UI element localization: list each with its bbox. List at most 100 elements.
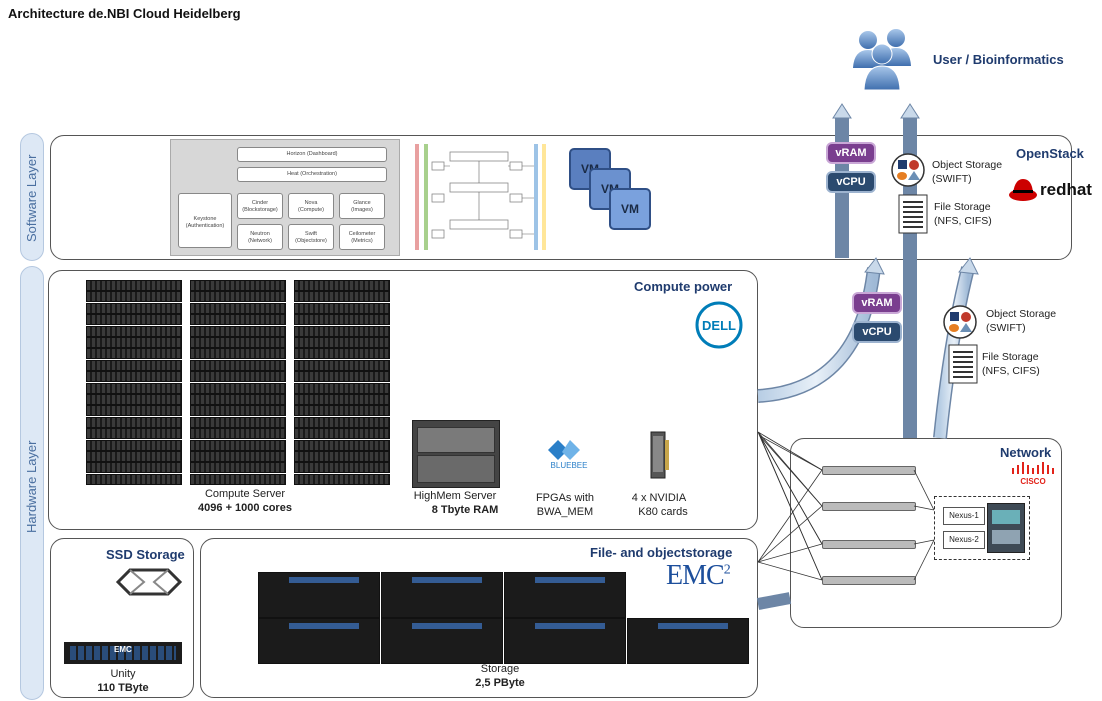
nova-component: Nova(Compute) xyxy=(288,193,334,219)
compute-rack-unit xyxy=(190,439,286,451)
compute-rack-unit xyxy=(294,416,390,428)
compute-rack-unit xyxy=(190,291,286,303)
network-header: Network xyxy=(1000,445,1052,460)
emc-storage-unit xyxy=(258,572,380,618)
network-switch-1 xyxy=(822,466,916,475)
ssd-header: SSD Storage xyxy=(106,547,185,562)
bluebee-logo: BLUEBEE xyxy=(548,440,588,470)
compute-rack-unit xyxy=(86,439,182,451)
sw-object-storage-label: Object Storage xyxy=(932,159,1003,171)
compute-rack-unit xyxy=(190,416,286,428)
neutron-sub: (Network) xyxy=(248,238,272,244)
compute-rack-unit xyxy=(86,291,182,303)
storage-capacity: 2,5 PByte xyxy=(475,677,525,689)
compute-rack-unit xyxy=(190,302,286,314)
nova-label: Nova xyxy=(304,200,318,206)
compute-rack-unit xyxy=(294,451,390,462)
highmem-server-image xyxy=(412,420,500,488)
compute-rack-unit xyxy=(86,325,182,337)
highmem-ram: 8 Tbyte RAM xyxy=(431,504,499,516)
hw-object-storage-icon xyxy=(943,305,977,339)
compute-rack-unit xyxy=(86,473,182,485)
emc-storage-unit xyxy=(504,572,626,618)
compute-rack-unit xyxy=(190,359,286,371)
user-label: User / Bioinformatics xyxy=(933,52,1064,67)
gpu-card-icon xyxy=(650,431,669,479)
fpga-label: FPGAs with xyxy=(535,492,595,504)
cinder-sub: (Blockstorage) xyxy=(242,207,278,213)
hw-object-storage-sub: (SWIFT) xyxy=(986,322,1026,334)
emc-logo-text: EMC xyxy=(666,560,725,591)
fileobj-header: File- and objectstorage xyxy=(590,545,733,560)
emc-storage-unit xyxy=(381,572,503,618)
keystone-label: Keystone xyxy=(193,216,217,222)
compute-rack-unit xyxy=(294,325,390,337)
compute-server-racks xyxy=(86,280,392,486)
sw-file-storage-label: File Storage xyxy=(934,201,991,213)
openstack-components-panel: Horizon (Dashboard) Heat (Orchestration)… xyxy=(170,139,400,256)
compute-rack-unit xyxy=(190,394,286,405)
workflow-diagram-icon xyxy=(415,144,546,250)
compute-rack-unit xyxy=(190,451,286,462)
diagram-title: Architecture de.NBI Cloud Heidelberg xyxy=(8,6,241,21)
compute-rack-unit xyxy=(86,405,182,417)
compute-rack-unit xyxy=(86,382,182,394)
hw-file-storage-icon xyxy=(948,344,978,384)
compute-rack-unit xyxy=(190,348,286,360)
network-switch-4 xyxy=(822,576,916,585)
vm-card-3: VM xyxy=(609,188,651,230)
bluebee-logo-text: BLUEBEE xyxy=(551,461,588,470)
gpu-label: 4 x NVIDIA xyxy=(631,492,687,504)
nexus-2-box: Nexus-2 xyxy=(943,531,985,549)
emc-storage-unit xyxy=(258,618,380,664)
compute-rack-unit xyxy=(86,371,182,383)
openstack-header: OpenStack xyxy=(1016,146,1084,161)
compute-rack-unit xyxy=(190,405,286,417)
compute-rack-unit xyxy=(86,302,182,314)
sw-vcpu-badge: vCPU xyxy=(826,171,876,193)
keystone-component: Keystone (Authentication) xyxy=(178,193,232,248)
glance-component: Glance(Images) xyxy=(339,193,385,219)
cinder-component: Cinder(Blockstorage) xyxy=(237,193,283,219)
compute-rack-unit xyxy=(190,371,286,383)
object-storage-icon xyxy=(891,153,925,187)
compute-rack-unit xyxy=(190,473,286,485)
cinder-label: Cinder xyxy=(251,200,269,206)
compute-rack-unit xyxy=(86,314,182,326)
file-storage-icon xyxy=(898,194,928,234)
compute-rack-unit xyxy=(190,337,286,348)
network-switch-2 xyxy=(822,502,916,511)
keystone-sub: (Authentication) xyxy=(185,223,225,229)
nexus-group: Nexus-1 Nexus-2 xyxy=(934,496,1030,560)
compute-rack-unit xyxy=(294,291,390,303)
neutron-label: Neutron xyxy=(250,231,270,237)
compute-rack-unit xyxy=(294,439,390,451)
compute-rack-unit xyxy=(86,451,182,462)
nexus-1-label: Nexus-1 xyxy=(949,511,979,520)
ceilometer-sub: (Metrics) xyxy=(351,238,373,244)
compute-rack-unit xyxy=(86,462,182,474)
ceilometer-component: Ceilometer(Metrics) xyxy=(339,224,385,250)
hw-file-storage-sub: (NFS, CIFS) xyxy=(982,365,1040,377)
compute-rack-unit xyxy=(294,371,390,383)
gpu-label-2: K80 cards xyxy=(638,506,688,518)
compute-rack-unit xyxy=(190,280,286,291)
vm-label-3: VM xyxy=(621,202,639,216)
unity-device-image: EMC xyxy=(64,642,182,664)
compute-rack-unit xyxy=(294,314,390,326)
neutron-component: Neutron(Network) xyxy=(237,224,283,250)
swift-component: Swift(Objectstore) xyxy=(288,224,334,250)
emc-storage-unit xyxy=(381,618,503,664)
hw-vram-badge: vRAM xyxy=(852,292,902,314)
fpga-label-2: BWA_MEM xyxy=(536,506,594,518)
compute-rack-unit xyxy=(294,337,390,348)
nexus-2-label: Nexus-2 xyxy=(949,535,979,544)
compute-rack-unit xyxy=(86,428,182,440)
hw-object-storage-label: Object Storage xyxy=(986,308,1057,320)
horizon-label: Horizon (Dashboard) xyxy=(286,151,338,157)
compute-rack-unit xyxy=(294,382,390,394)
hardware-layer-label: Hardware Layer xyxy=(24,440,39,534)
redhat-logo-text: redhat xyxy=(1040,180,1092,199)
sw-vram-badge: vRAM xyxy=(826,142,876,164)
ssd-storage-box xyxy=(50,538,194,698)
